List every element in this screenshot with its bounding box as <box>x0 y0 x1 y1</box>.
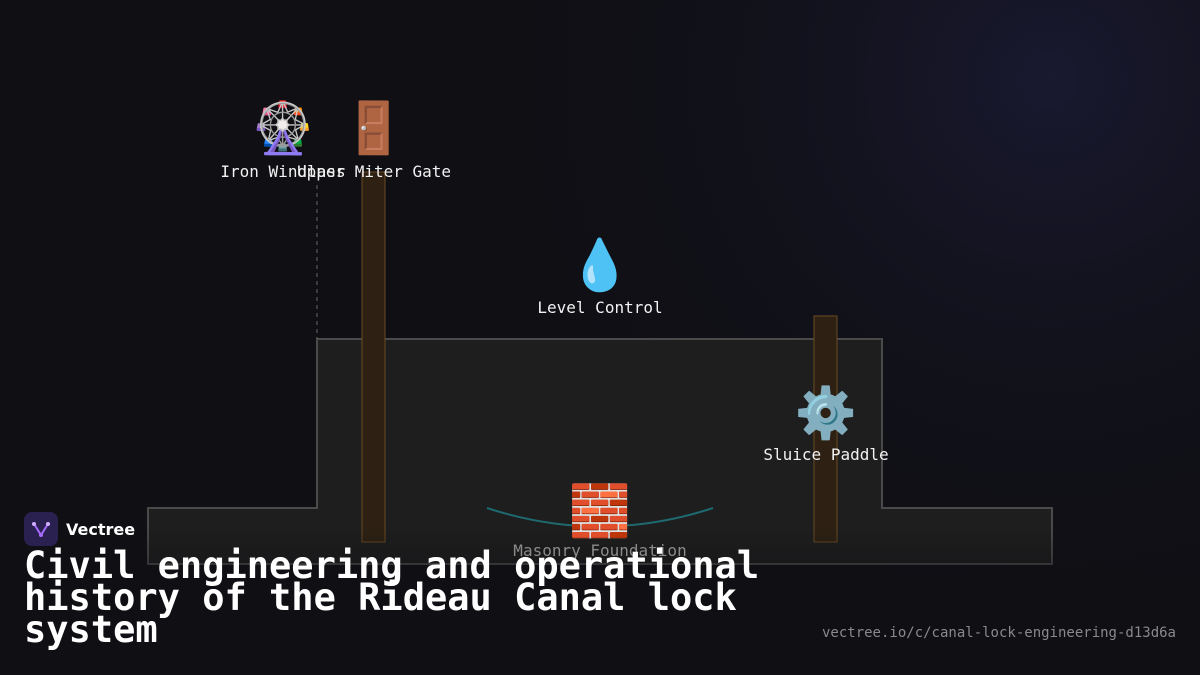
door-icon: 🚪 <box>342 99 406 157</box>
gear-icon: ⚙️ <box>794 384 858 442</box>
source-url[interactable]: vectree.io/c/canal-lock-engineering-d13d… <box>821 625 1176 641</box>
page-title: Civil engineering and operational histor… <box>24 544 760 651</box>
brand-name: Vectree <box>66 519 136 539</box>
node-label-sluice-paddle: Sluice Paddle <box>763 445 889 464</box>
brick-icon: 🧱 <box>568 482 632 540</box>
node-label-iron-windlass: Iron Windlass <box>220 162 346 181</box>
node-label-masonry-foundation: Masonry Foundation <box>513 541 687 560</box>
vectree-logo-icon <box>24 512 58 546</box>
node-label-upper-miter-gate: Upper Miter Gate <box>296 162 452 181</box>
droplet-icon: 💧 <box>568 236 632 294</box>
node-label-level-control: Level Control <box>537 298 663 317</box>
brand: Vectree <box>24 512 135 546</box>
ferris-wheel-icon: 🎡 <box>251 99 315 157</box>
